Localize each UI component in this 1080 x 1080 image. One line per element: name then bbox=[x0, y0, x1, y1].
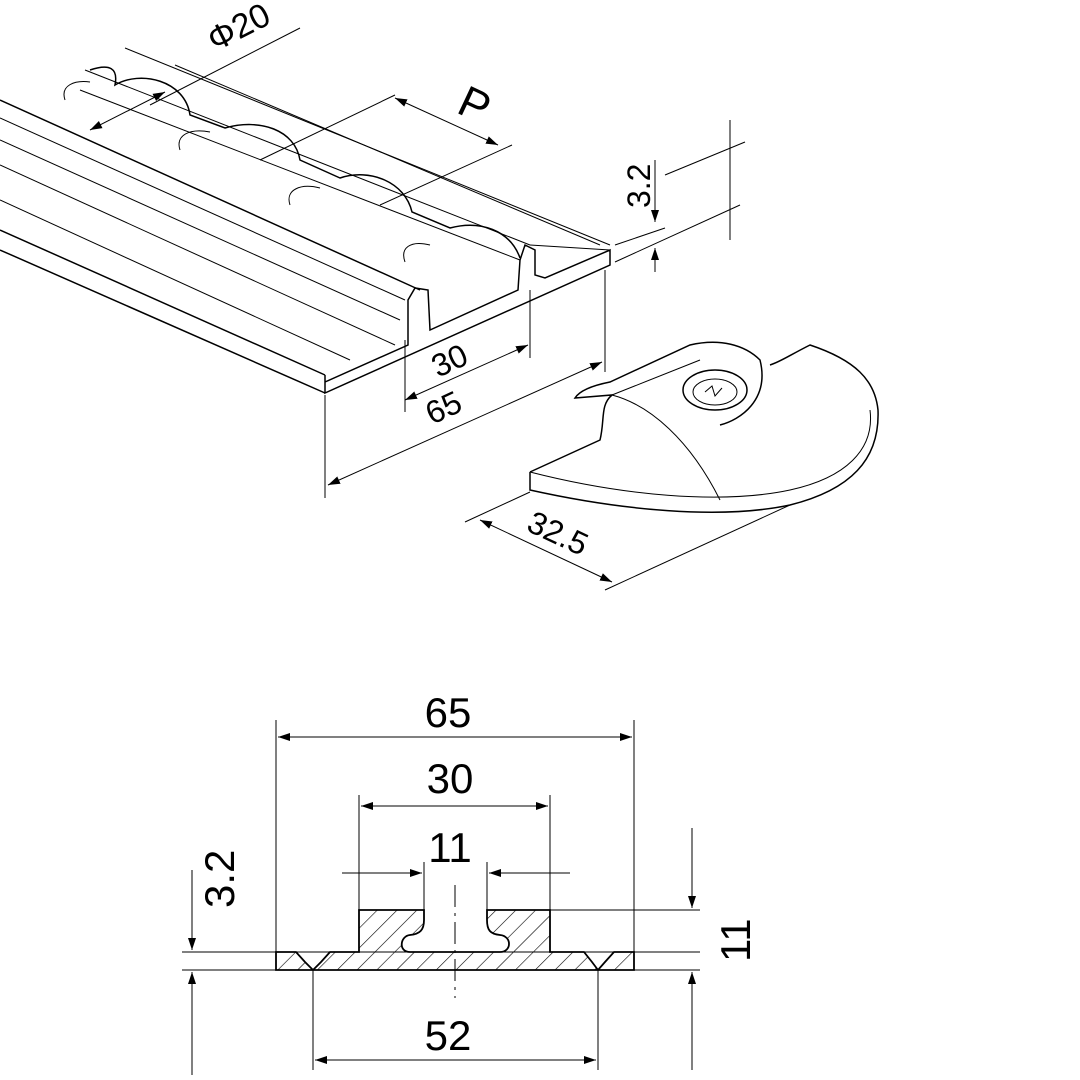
section-slot-width-label: 11 bbox=[428, 824, 472, 871]
iso-thickness-label: 3.2 bbox=[621, 164, 657, 208]
fitting-width-label: 32.5 bbox=[522, 504, 594, 563]
rail-cross-section: 65 30 11 52 3.2 11 bbox=[182, 689, 759, 1075]
section-height-label: 11 bbox=[712, 918, 759, 962]
screw-icon bbox=[704, 385, 723, 398]
diameter-label: Φ20 bbox=[201, 0, 276, 59]
section-base-width-label: 52 bbox=[425, 1012, 472, 1059]
section-inner-width-label: 30 bbox=[427, 755, 474, 802]
section-outer-width-label: 65 bbox=[425, 689, 472, 736]
iso-outer-width-label: 65 bbox=[420, 384, 467, 432]
pitch-label: P bbox=[451, 77, 498, 134]
iso-dimensions: Φ20 P 3.2 30 65 32.5 bbox=[89, 0, 791, 591]
rail-isometric bbox=[0, 47, 611, 395]
section-thickness-label: 3.2 bbox=[196, 850, 243, 908]
fitting-isometric bbox=[529, 341, 879, 513]
